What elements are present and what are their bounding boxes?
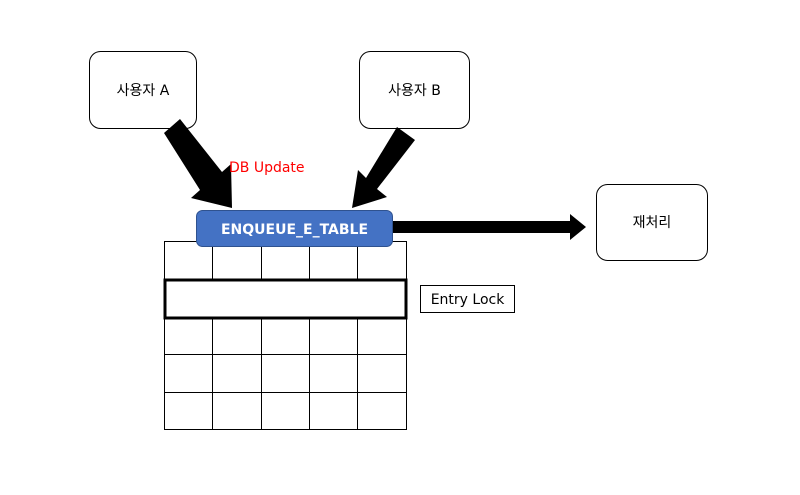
entry-lock-label: Entry Lock [431,292,506,308]
user-a-box [89,51,197,129]
arrow-user-a-to-table [164,119,232,208]
table-header: ENQUEUE_E_TABLE [196,210,393,247]
user-b-box [359,51,470,129]
table-header-box [196,210,393,247]
reprocess-box [596,184,708,261]
locked-table-row [163,278,408,320]
entry-lock-callout: Entry Lock [420,285,515,313]
db-update-label: DB Update [229,160,305,176]
table-outline [164,241,407,430]
user-a-node: 사용자 A [89,51,197,129]
user-b-label: 사용자 B [388,83,441,99]
arrow-user-b-to-table [352,127,415,208]
reprocess-label: 재처리 [633,215,672,231]
data-table-grid [164,241,407,430]
user-b-node: 사용자 B [359,51,470,129]
entry-lock-box [420,285,515,313]
user-a-label: 사용자 A [117,83,170,99]
reprocess-node: 재처리 [596,184,708,261]
table-header-label: ENQUEUE_E_TABLE [221,222,368,238]
arrow-table-to-reprocess [393,214,586,240]
